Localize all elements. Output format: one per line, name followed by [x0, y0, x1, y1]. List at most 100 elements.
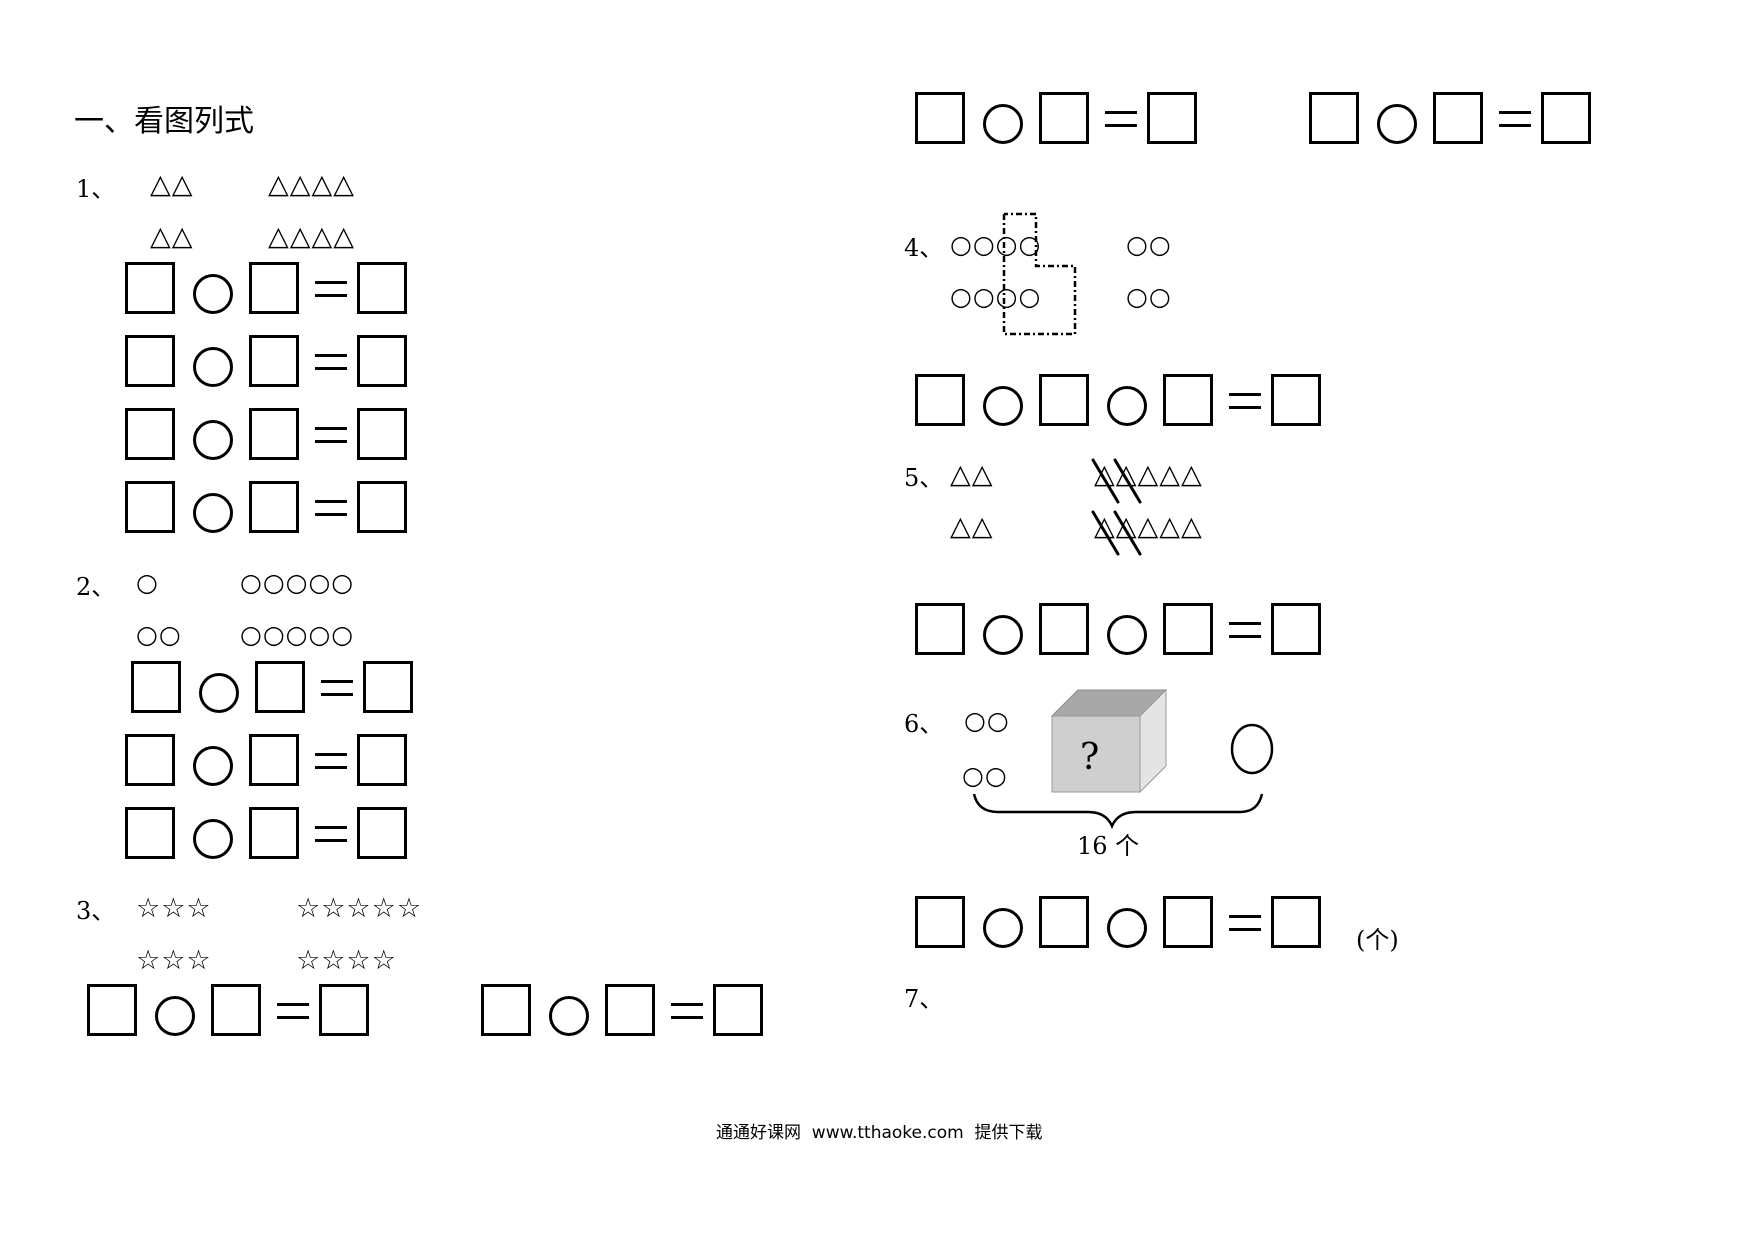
- answer-box[interactable]: [1433, 92, 1483, 144]
- answer-box[interactable]: [125, 734, 175, 786]
- equation-frame[interactable]: [915, 374, 1335, 434]
- operator-circle[interactable]: [983, 386, 1023, 426]
- q1-triangles-row2-right: △△△△: [268, 221, 356, 252]
- answer-box[interactable]: [357, 335, 407, 387]
- answer-box[interactable]: [249, 408, 299, 460]
- operator-circle[interactable]: [199, 673, 239, 713]
- answer-box[interactable]: [249, 335, 299, 387]
- answer-box[interactable]: [357, 807, 407, 859]
- equation-frame[interactable]: [125, 408, 421, 468]
- answer-box[interactable]: [605, 984, 655, 1036]
- answer-box[interactable]: [131, 661, 181, 713]
- equals-sign: [315, 427, 347, 443]
- answer-box[interactable]: [357, 481, 407, 533]
- answer-box[interactable]: [915, 603, 965, 655]
- operator-circle[interactable]: [983, 104, 1023, 144]
- equation-frame[interactable]: [1309, 92, 1605, 152]
- answer-box[interactable]: [211, 984, 261, 1036]
- q6-question-mark: ?: [1080, 737, 1100, 778]
- answer-box[interactable]: [1039, 92, 1089, 144]
- equation-frame[interactable]: [915, 603, 1335, 663]
- answer-box[interactable]: [1163, 896, 1213, 948]
- answer-box[interactable]: [357, 734, 407, 786]
- equals-sign: [1105, 111, 1137, 127]
- equals-sign: [315, 354, 347, 370]
- answer-box[interactable]: [357, 408, 407, 460]
- answer-box[interactable]: [249, 481, 299, 533]
- equals-sign: [1499, 111, 1531, 127]
- question-2-label: 2、: [76, 573, 116, 601]
- answer-box[interactable]: [249, 262, 299, 314]
- answer-box[interactable]: [319, 984, 369, 1036]
- q4-circles-row1-left: ○○○○: [950, 230, 1042, 259]
- q6-unit-label: (个): [1356, 926, 1399, 954]
- answer-box[interactable]: [481, 984, 531, 1036]
- equals-sign: [315, 826, 347, 842]
- q5-triangles-row1-right: △△△△△: [1094, 459, 1203, 490]
- equation-frame[interactable]: [125, 807, 421, 867]
- operator-circle[interactable]: [983, 615, 1023, 655]
- answer-box[interactable]: [915, 896, 965, 948]
- equation-frame[interactable]: [125, 734, 421, 794]
- operator-circle[interactable]: [193, 347, 233, 387]
- question-4-label: 4、: [904, 234, 944, 262]
- answer-box[interactable]: [125, 335, 175, 387]
- operator-circle[interactable]: [193, 746, 233, 786]
- answer-box[interactable]: [1271, 896, 1321, 948]
- answer-box[interactable]: [357, 262, 407, 314]
- q3-stars-row2-left: ☆☆☆: [136, 945, 212, 976]
- answer-box[interactable]: [915, 92, 965, 144]
- q2-circles-row1-left: ○: [136, 568, 159, 597]
- answer-box[interactable]: [125, 481, 175, 533]
- answer-box[interactable]: [1541, 92, 1591, 144]
- answer-box[interactable]: [915, 374, 965, 426]
- q6-circles-row2: ○○: [962, 761, 1008, 790]
- operator-circle[interactable]: [1107, 908, 1147, 948]
- question-1-label: 1、: [76, 175, 116, 203]
- operator-circle[interactable]: [1107, 615, 1147, 655]
- operator-circle[interactable]: [155, 996, 195, 1036]
- section-title: 一、看图列式: [74, 104, 254, 139]
- answer-box[interactable]: [713, 984, 763, 1036]
- equation-frame[interactable]: [125, 262, 421, 322]
- answer-box[interactable]: [125, 807, 175, 859]
- operator-circle[interactable]: [549, 996, 589, 1036]
- operator-circle[interactable]: [193, 420, 233, 460]
- operator-circle[interactable]: [1107, 386, 1147, 426]
- answer-box[interactable]: [1163, 603, 1213, 655]
- answer-box[interactable]: [249, 734, 299, 786]
- equals-sign: [1229, 915, 1261, 931]
- operator-circle[interactable]: [193, 274, 233, 314]
- answer-box[interactable]: [1039, 896, 1089, 948]
- equation-frame[interactable]: [915, 92, 1211, 152]
- answer-box[interactable]: [125, 408, 175, 460]
- answer-box[interactable]: [1271, 374, 1321, 426]
- equals-sign: [315, 753, 347, 769]
- answer-box[interactable]: [87, 984, 137, 1036]
- q3-stars-row1-right: ☆☆☆☆☆: [296, 893, 423, 924]
- equation-frame[interactable]: [125, 481, 421, 541]
- answer-box[interactable]: [1039, 603, 1089, 655]
- operator-circle[interactable]: [983, 908, 1023, 948]
- operator-circle[interactable]: [193, 493, 233, 533]
- q3-stars-row1-left: ☆☆☆: [136, 893, 212, 924]
- q4-circles-row2-left: ○○○○: [950, 282, 1042, 311]
- operator-circle[interactable]: [193, 819, 233, 859]
- equation-frame[interactable]: [481, 984, 777, 1044]
- equation-frame[interactable]: [125, 335, 421, 395]
- answer-box[interactable]: [249, 807, 299, 859]
- equation-frame[interactable]: [87, 984, 383, 1044]
- answer-box[interactable]: [363, 661, 413, 713]
- operator-circle[interactable]: [1377, 104, 1417, 144]
- answer-box[interactable]: [1163, 374, 1213, 426]
- equals-sign: [277, 1003, 309, 1019]
- answer-box[interactable]: [1147, 92, 1197, 144]
- equation-frame[interactable]: [915, 896, 1335, 956]
- answer-box[interactable]: [255, 661, 305, 713]
- equation-frame[interactable]: [131, 661, 427, 721]
- answer-box[interactable]: [125, 262, 175, 314]
- answer-box[interactable]: [1309, 92, 1359, 144]
- answer-box[interactable]: [1271, 603, 1321, 655]
- answer-box[interactable]: [1039, 374, 1089, 426]
